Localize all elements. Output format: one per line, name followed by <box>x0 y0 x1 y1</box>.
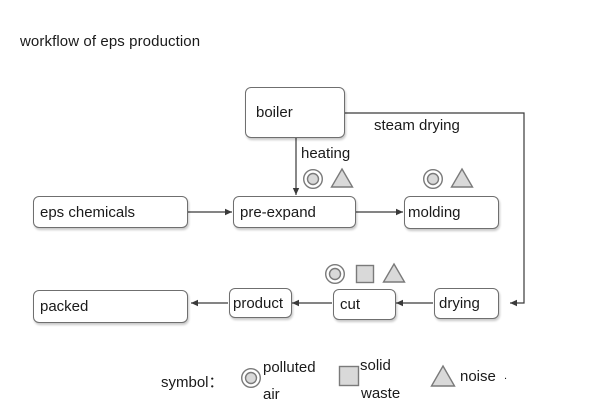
legend-polluted-air-label-line1: polluted <box>263 359 316 376</box>
legend-polluted-air-label-line2: air <box>263 386 280 403</box>
legend-solid-waste-label-line2: waste <box>361 385 401 402</box>
legend-noise-icon <box>430 364 456 387</box>
node-product: product <box>229 288 292 318</box>
polluted-air-icon <box>422 168 444 190</box>
noise-icon <box>330 167 354 188</box>
legend-noise-trailing-dot: . <box>504 370 508 382</box>
node-cut: cut <box>333 289 396 320</box>
solid-waste-icon <box>355 264 375 284</box>
legend-noise-label: noise <box>460 368 496 385</box>
polluted-air-icon <box>324 263 346 285</box>
polluted-air-icon <box>302 168 324 190</box>
node-eps-chemicals: eps chemicals <box>33 196 188 228</box>
noise-icon <box>382 262 406 283</box>
legend-solid-waste-label-line1: solid <box>360 357 391 374</box>
edge-label-heating: heating <box>301 145 351 162</box>
legend-prefix: symbol： <box>161 374 224 391</box>
node-drying: drying <box>434 288 499 319</box>
diagram-title: workflow of eps production <box>20 33 201 50</box>
arrow-boiler-to-drying <box>344 112 525 307</box>
legend-solid-waste-icon <box>338 365 360 387</box>
noise-icon <box>450 167 474 188</box>
node-packed: packed <box>33 290 188 323</box>
node-boiler: boiler <box>245 87 345 138</box>
node-pre-expand: pre-expand <box>233 196 356 228</box>
legend-polluted-air-icon <box>240 367 262 389</box>
edge-label-steam-drying: steam drying <box>374 117 460 134</box>
node-molding: molding <box>404 196 499 229</box>
